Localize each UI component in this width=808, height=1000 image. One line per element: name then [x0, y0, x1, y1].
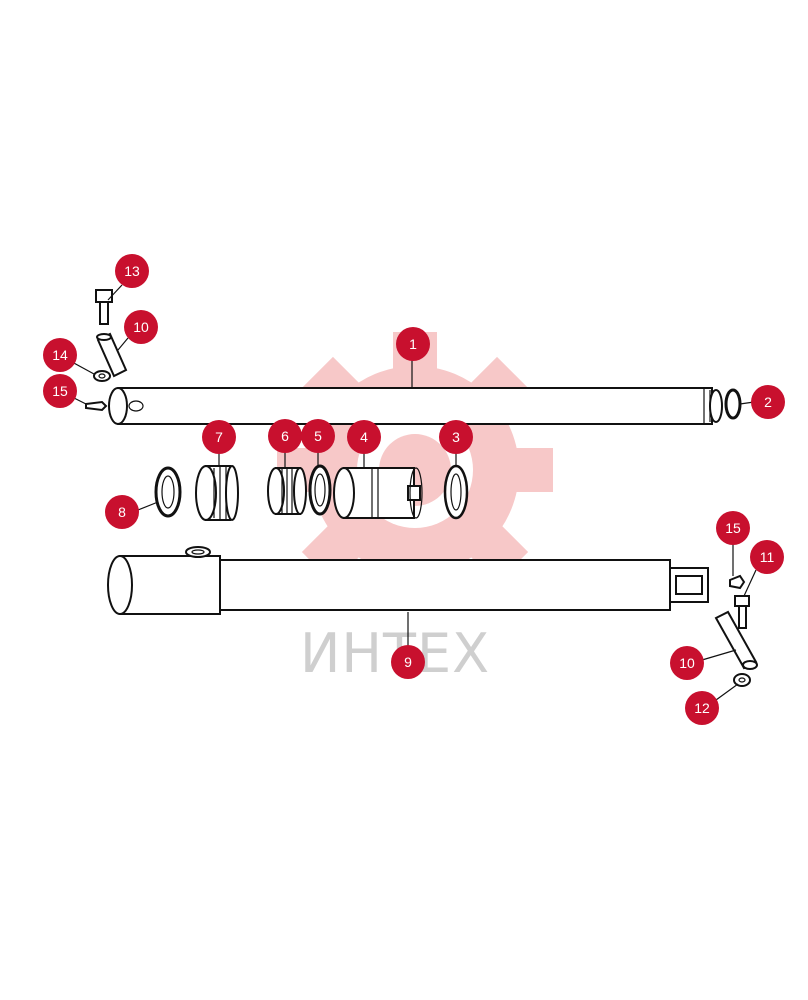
- callout-13-label: 13: [124, 263, 140, 279]
- callout-3-label: 3: [452, 429, 460, 445]
- callout-2: 2: [751, 385, 785, 419]
- part-14-nut: [93, 370, 111, 382]
- part-7-gland: [195, 465, 239, 521]
- callout-3: 3: [439, 420, 473, 454]
- part-6-threaded-ring: [267, 467, 307, 515]
- callout-10-upper: 10: [124, 310, 158, 344]
- part-2-o-ring: [724, 388, 742, 420]
- part-3-washer: [443, 464, 469, 520]
- part-12-nut: [733, 673, 751, 687]
- callout-9: 9: [391, 645, 425, 679]
- callout-5: 5: [301, 419, 335, 453]
- callout-14: 14: [43, 338, 77, 372]
- leader-lines: [69, 284, 757, 701]
- callout-12-label: 12: [694, 700, 710, 716]
- callout-4: 4: [347, 420, 381, 454]
- callout-1-label: 1: [409, 336, 417, 352]
- callout-7-label: 7: [215, 429, 223, 445]
- callout-13: 13: [115, 254, 149, 288]
- part-15-grease-fitting-lower: [729, 574, 746, 590]
- callout-9-label: 9: [404, 654, 412, 670]
- part-1-cylinder-tube: [108, 387, 723, 425]
- part-4-piston: [333, 467, 423, 519]
- callout-7: 7: [202, 420, 236, 454]
- callout-12: 12: [685, 691, 719, 725]
- part-15-grease-fitting-upper: [85, 400, 108, 412]
- callout-10-lower: 10: [670, 646, 704, 680]
- callout-5-label: 5: [314, 428, 322, 444]
- callout-4-label: 4: [360, 429, 368, 445]
- part-5-ring: [308, 464, 332, 516]
- callout-11-label: 11: [760, 549, 775, 565]
- part-8-seal: [154, 466, 182, 518]
- part-10-pin-upper: [96, 332, 128, 378]
- callout-11: 11: [750, 540, 784, 574]
- callout-6: 6: [268, 419, 302, 453]
- part-9-rod-assembly: [107, 546, 709, 615]
- part-10-pin-lower: [714, 610, 758, 670]
- callout-8: 8: [105, 495, 139, 529]
- callout-15-upper: 15: [43, 374, 77, 408]
- callout-14-label: 14: [52, 347, 68, 363]
- callout-8-label: 8: [118, 504, 126, 520]
- callout-10-upper-label: 10: [133, 319, 149, 335]
- part-13-bolt: [95, 289, 113, 325]
- callout-15-lower-label: 15: [725, 520, 741, 536]
- callout-6-label: 6: [281, 428, 289, 444]
- callout-1: 1: [396, 327, 430, 361]
- callout-15-upper-label: 15: [52, 383, 68, 399]
- callout-2-label: 2: [764, 394, 772, 410]
- part-11-bolt: [734, 595, 750, 629]
- callout-10-lower-label: 10: [679, 655, 695, 671]
- callout-15-lower: 15: [716, 511, 750, 545]
